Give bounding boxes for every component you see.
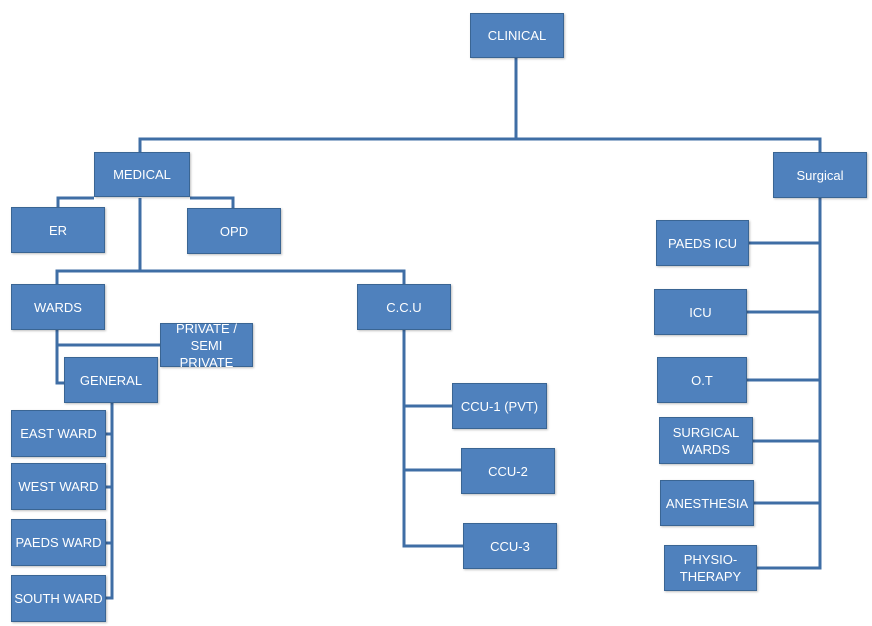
node-general: GENERAL <box>64 357 158 403</box>
node-paeds-icu: PAEDS ICU <box>656 220 749 266</box>
node-surgical-wards: SURGICAL WARDS <box>659 417 753 464</box>
node-ot: O.T <box>657 357 747 403</box>
node-anesthesia: ANESTHESIA <box>660 480 754 526</box>
node-physiotherapy: PHYSIO- THERAPY <box>664 545 757 591</box>
node-icu: ICU <box>654 289 747 335</box>
node-opd: OPD <box>187 208 281 254</box>
node-er: ER <box>11 207 105 253</box>
node-west-ward: WEST WARD <box>11 463 106 510</box>
node-medical: MEDICAL <box>94 152 190 197</box>
node-ccu: C.C.U <box>357 284 451 330</box>
node-east-ward: EAST WARD <box>11 410 106 457</box>
node-paeds-ward: PAEDS WARD <box>11 519 106 566</box>
node-wards: WARDS <box>11 284 105 330</box>
node-ccu-1: CCU-1 (PVT) <box>452 383 547 429</box>
node-clinical: CLINICAL <box>470 13 564 58</box>
node-south-ward: SOUTH WARD <box>11 575 106 622</box>
node-ccu-3: CCU-3 <box>463 523 557 569</box>
node-private-semi-private: PRIVATE / SEMI PRIVATE <box>160 321 253 370</box>
node-surgical: Surgical <box>773 152 867 198</box>
node-ccu-2: CCU-2 <box>461 448 555 494</box>
